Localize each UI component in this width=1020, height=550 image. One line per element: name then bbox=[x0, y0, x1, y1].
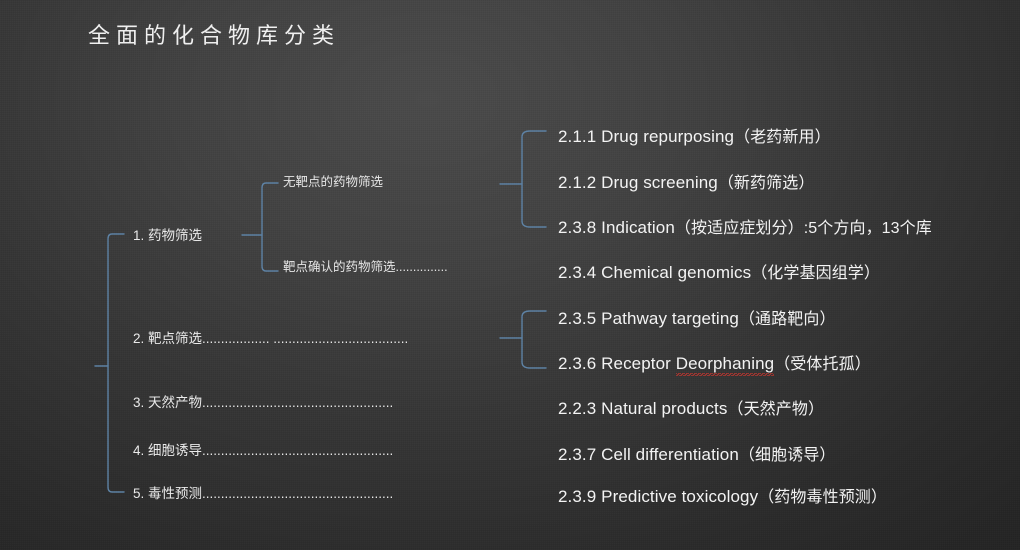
leaf-en: Drug repurposing bbox=[601, 127, 735, 146]
bracket-leaves-mid bbox=[521, 310, 547, 369]
bracket-drug-screening bbox=[261, 182, 279, 272]
leaf-cn: （药物毒性预测） bbox=[758, 489, 888, 506]
node-level2-2[interactable]: 靶点确认的药物筛选............... bbox=[283, 260, 448, 274]
leaf-node-4[interactable]: 2.3.4 Chemical genomics（化学基因组学） bbox=[558, 264, 880, 282]
leaf-node-9[interactable]: 2.3.9 Predictive toxicology（药物毒性预测） bbox=[558, 488, 887, 506]
node-level1-2[interactable]: 2. 靶点筛选.................. ..............… bbox=[133, 331, 409, 346]
leaf-code: 2.1.2 bbox=[558, 173, 597, 192]
leaf-cn: （老药新用） bbox=[734, 129, 831, 146]
node-level1-1[interactable]: 1. 药物筛选 bbox=[133, 228, 203, 243]
leaf-cn: （新药筛选） bbox=[717, 175, 815, 192]
node-level1-3[interactable]: 3. 天然产物.................................… bbox=[133, 395, 394, 410]
leaf-en: Chemical genomics bbox=[601, 263, 752, 282]
leaf-node-6[interactable]: 2.3.6 Receptor Deorphaning（受体托孤） bbox=[558, 355, 871, 373]
leaf-cn: （细胞诱导） bbox=[738, 447, 836, 464]
leaf-en: Drug screening bbox=[601, 173, 718, 192]
leaf-code: 2.3.5 bbox=[558, 309, 597, 328]
leaf-code: 2.3.8 bbox=[558, 218, 597, 237]
leaf-node-5[interactable]: 2.3.5 Pathway targeting（通路靶向） bbox=[558, 310, 836, 328]
leaf-en: Indication bbox=[601, 218, 675, 237]
leaf-en: Natural products bbox=[601, 399, 728, 418]
node-level1-4[interactable]: 4. 细胞诱导.................................… bbox=[133, 443, 394, 458]
leaf-en: Cell differentiation bbox=[601, 445, 739, 464]
leaf-cn: （天然产物） bbox=[727, 401, 825, 418]
leaf-cn: （按适应症划分）:5个方向，13个库 bbox=[674, 220, 932, 237]
bracket-leaves-top bbox=[521, 130, 547, 228]
leaf-en: Predictive toxicology bbox=[601, 487, 759, 506]
leaf-cn: （受体托孤） bbox=[774, 356, 871, 373]
leaf-code: 2.3.4 bbox=[558, 263, 597, 282]
leaf-en: Pathway targeting bbox=[601, 309, 739, 328]
leaf-en: Receptor bbox=[601, 354, 676, 373]
leaf-node-8[interactable]: 2.3.7 Cell differentiation（细胞诱导） bbox=[558, 446, 836, 464]
node-level2-1[interactable]: 无靶点的药物筛选 bbox=[283, 175, 384, 189]
leaf-code: 2.3.6 bbox=[558, 354, 597, 373]
leaf-node-7[interactable]: 2.2.3 Natural products（天然产物） bbox=[558, 400, 824, 418]
node-level1-5[interactable]: 5. 毒性预测.................................… bbox=[133, 486, 394, 501]
leaf-node-1[interactable]: 2.1.1 Drug repurposing（老药新用） bbox=[558, 128, 831, 146]
leaf-node-3[interactable]: 2.3.8 Indication（按适应症划分）:5个方向，13个库 bbox=[558, 219, 932, 237]
leaf-code: 2.3.9 bbox=[558, 487, 597, 506]
leaf-node-2[interactable]: 2.1.2 Drug screening（新药筛选） bbox=[558, 174, 814, 192]
page-title: 全面的化合物库分类 bbox=[88, 23, 341, 48]
leaf-en-misspelled: Deorphaning bbox=[675, 354, 775, 373]
leaf-cn: （化学基因组学） bbox=[751, 265, 880, 282]
leaf-code: 2.3.7 bbox=[558, 445, 597, 464]
bracket-root bbox=[107, 233, 125, 493]
leaf-cn: （通路靶向） bbox=[738, 311, 836, 328]
leaf-code: 2.1.1 bbox=[558, 127, 597, 146]
leaf-code: 2.2.3 bbox=[558, 399, 597, 418]
